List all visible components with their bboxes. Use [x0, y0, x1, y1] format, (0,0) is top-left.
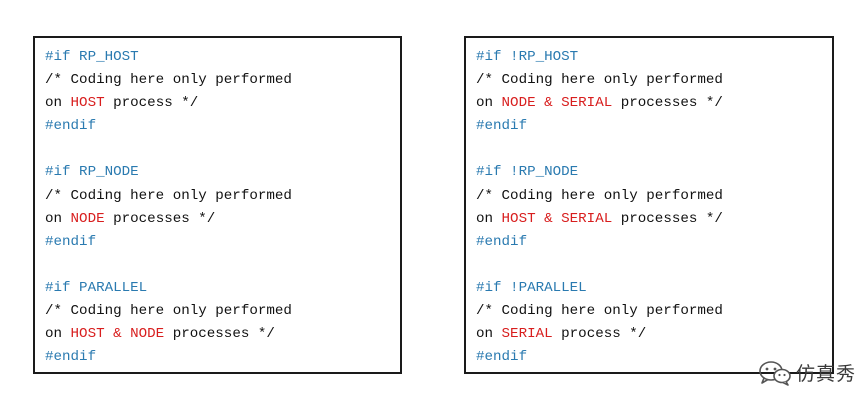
code-text: /* Coding here only performed	[45, 72, 292, 89]
code-text: processes */	[104, 210, 216, 227]
code-block-left: #if RP_HOST /* Coding here only performed…	[33, 36, 402, 374]
code-lines-right: #if !RP_HOST /* Coding here only performe…	[476, 46, 828, 369]
code-text: process */	[104, 95, 199, 112]
code-text: /* Coding here only performed	[476, 187, 723, 204]
code-block-right: #if !RP_HOST /* Coding here only performe…	[464, 36, 834, 374]
code-text: process */	[552, 326, 647, 343]
code-line: /* Coding here only performed	[476, 300, 828, 323]
code-text: processes */	[164, 326, 275, 343]
code-line: on HOST & SERIAL processes */	[476, 208, 828, 231]
process-keyword: NODE & SERIAL	[501, 95, 613, 112]
preprocessor-directive: #endif	[45, 118, 97, 135]
process-keyword: NODE	[70, 210, 105, 227]
code-line: on NODE processes */	[45, 208, 396, 231]
watermark-text: 仿真秀	[795, 363, 856, 385]
code-line: #if !PARALLEL	[476, 277, 828, 300]
preprocessor-directive: #if !RP_NODE	[476, 164, 579, 181]
wechat-logo-icon	[758, 360, 792, 386]
code-line: on SERIAL process */	[476, 323, 828, 346]
code-text: /* Coding here only performed	[476, 303, 723, 320]
code-line: #if RP_HOST	[45, 46, 396, 69]
code-lines-left: #if RP_HOST /* Coding here only performed…	[45, 46, 396, 369]
code-line: on HOST process */	[45, 92, 396, 115]
code-text: /* Coding here only performed	[45, 303, 292, 320]
preprocessor-directive: #if RP_HOST	[45, 49, 139, 65]
code-text: on	[45, 210, 71, 227]
preprocessor-directive: #endif	[476, 349, 528, 366]
code-text: on	[476, 95, 502, 112]
code-line: #endif	[476, 231, 828, 254]
code-line: #if !RP_NODE	[476, 161, 828, 184]
preprocessor-directive: #if !PARALLEL	[476, 279, 587, 296]
code-line: #endif	[45, 346, 396, 369]
code-line: /* Coding here only performed	[476, 69, 828, 92]
watermark: 仿真秀	[758, 359, 856, 386]
preprocessor-directive: #endif	[45, 349, 97, 366]
code-text: on	[45, 326, 71, 343]
process-keyword: HOST	[70, 95, 105, 112]
code-line: #if !RP_HOST	[476, 46, 828, 69]
code-line: #endif	[476, 115, 828, 138]
code-line	[476, 138, 828, 161]
code-text: /* Coding here only performed	[45, 187, 292, 204]
code-line: /* Coding here only performed	[45, 300, 396, 323]
code-text: processes */	[612, 210, 723, 227]
process-keyword: SERIAL	[501, 326, 553, 343]
code-line: /* Coding here only performed	[45, 69, 396, 92]
code-line: #if RP_NODE	[45, 161, 396, 184]
preprocessor-directive: #if !RP_HOST	[476, 49, 579, 65]
code-line: on HOST & NODE processes */	[45, 323, 396, 346]
code-line: #if PARALLEL	[45, 277, 396, 300]
code-line	[45, 254, 396, 277]
code-text: on	[476, 210, 502, 227]
code-line	[45, 138, 396, 161]
preprocessor-directive: #if PARALLEL	[45, 279, 148, 296]
code-text: on	[45, 95, 71, 112]
code-line: #endif	[45, 115, 396, 138]
code-text: processes */	[612, 95, 723, 112]
preprocessor-directive: #endif	[476, 118, 528, 135]
code-line: /* Coding here only performed	[45, 185, 396, 208]
preprocessor-directive: #if RP_NODE	[45, 164, 139, 181]
code-line: #endif	[476, 346, 828, 369]
code-line	[476, 254, 828, 277]
code-text: /* Coding here only performed	[476, 72, 723, 89]
code-line: #endif	[45, 231, 396, 254]
code-text: on	[476, 326, 502, 343]
code-line: on NODE & SERIAL processes */	[476, 92, 828, 115]
code-line: /* Coding here only performed	[476, 185, 828, 208]
process-keyword: HOST & NODE	[70, 326, 165, 343]
process-keyword: HOST & SERIAL	[501, 210, 613, 227]
preprocessor-directive: #endif	[45, 233, 97, 250]
preprocessor-directive: #endif	[476, 233, 528, 250]
